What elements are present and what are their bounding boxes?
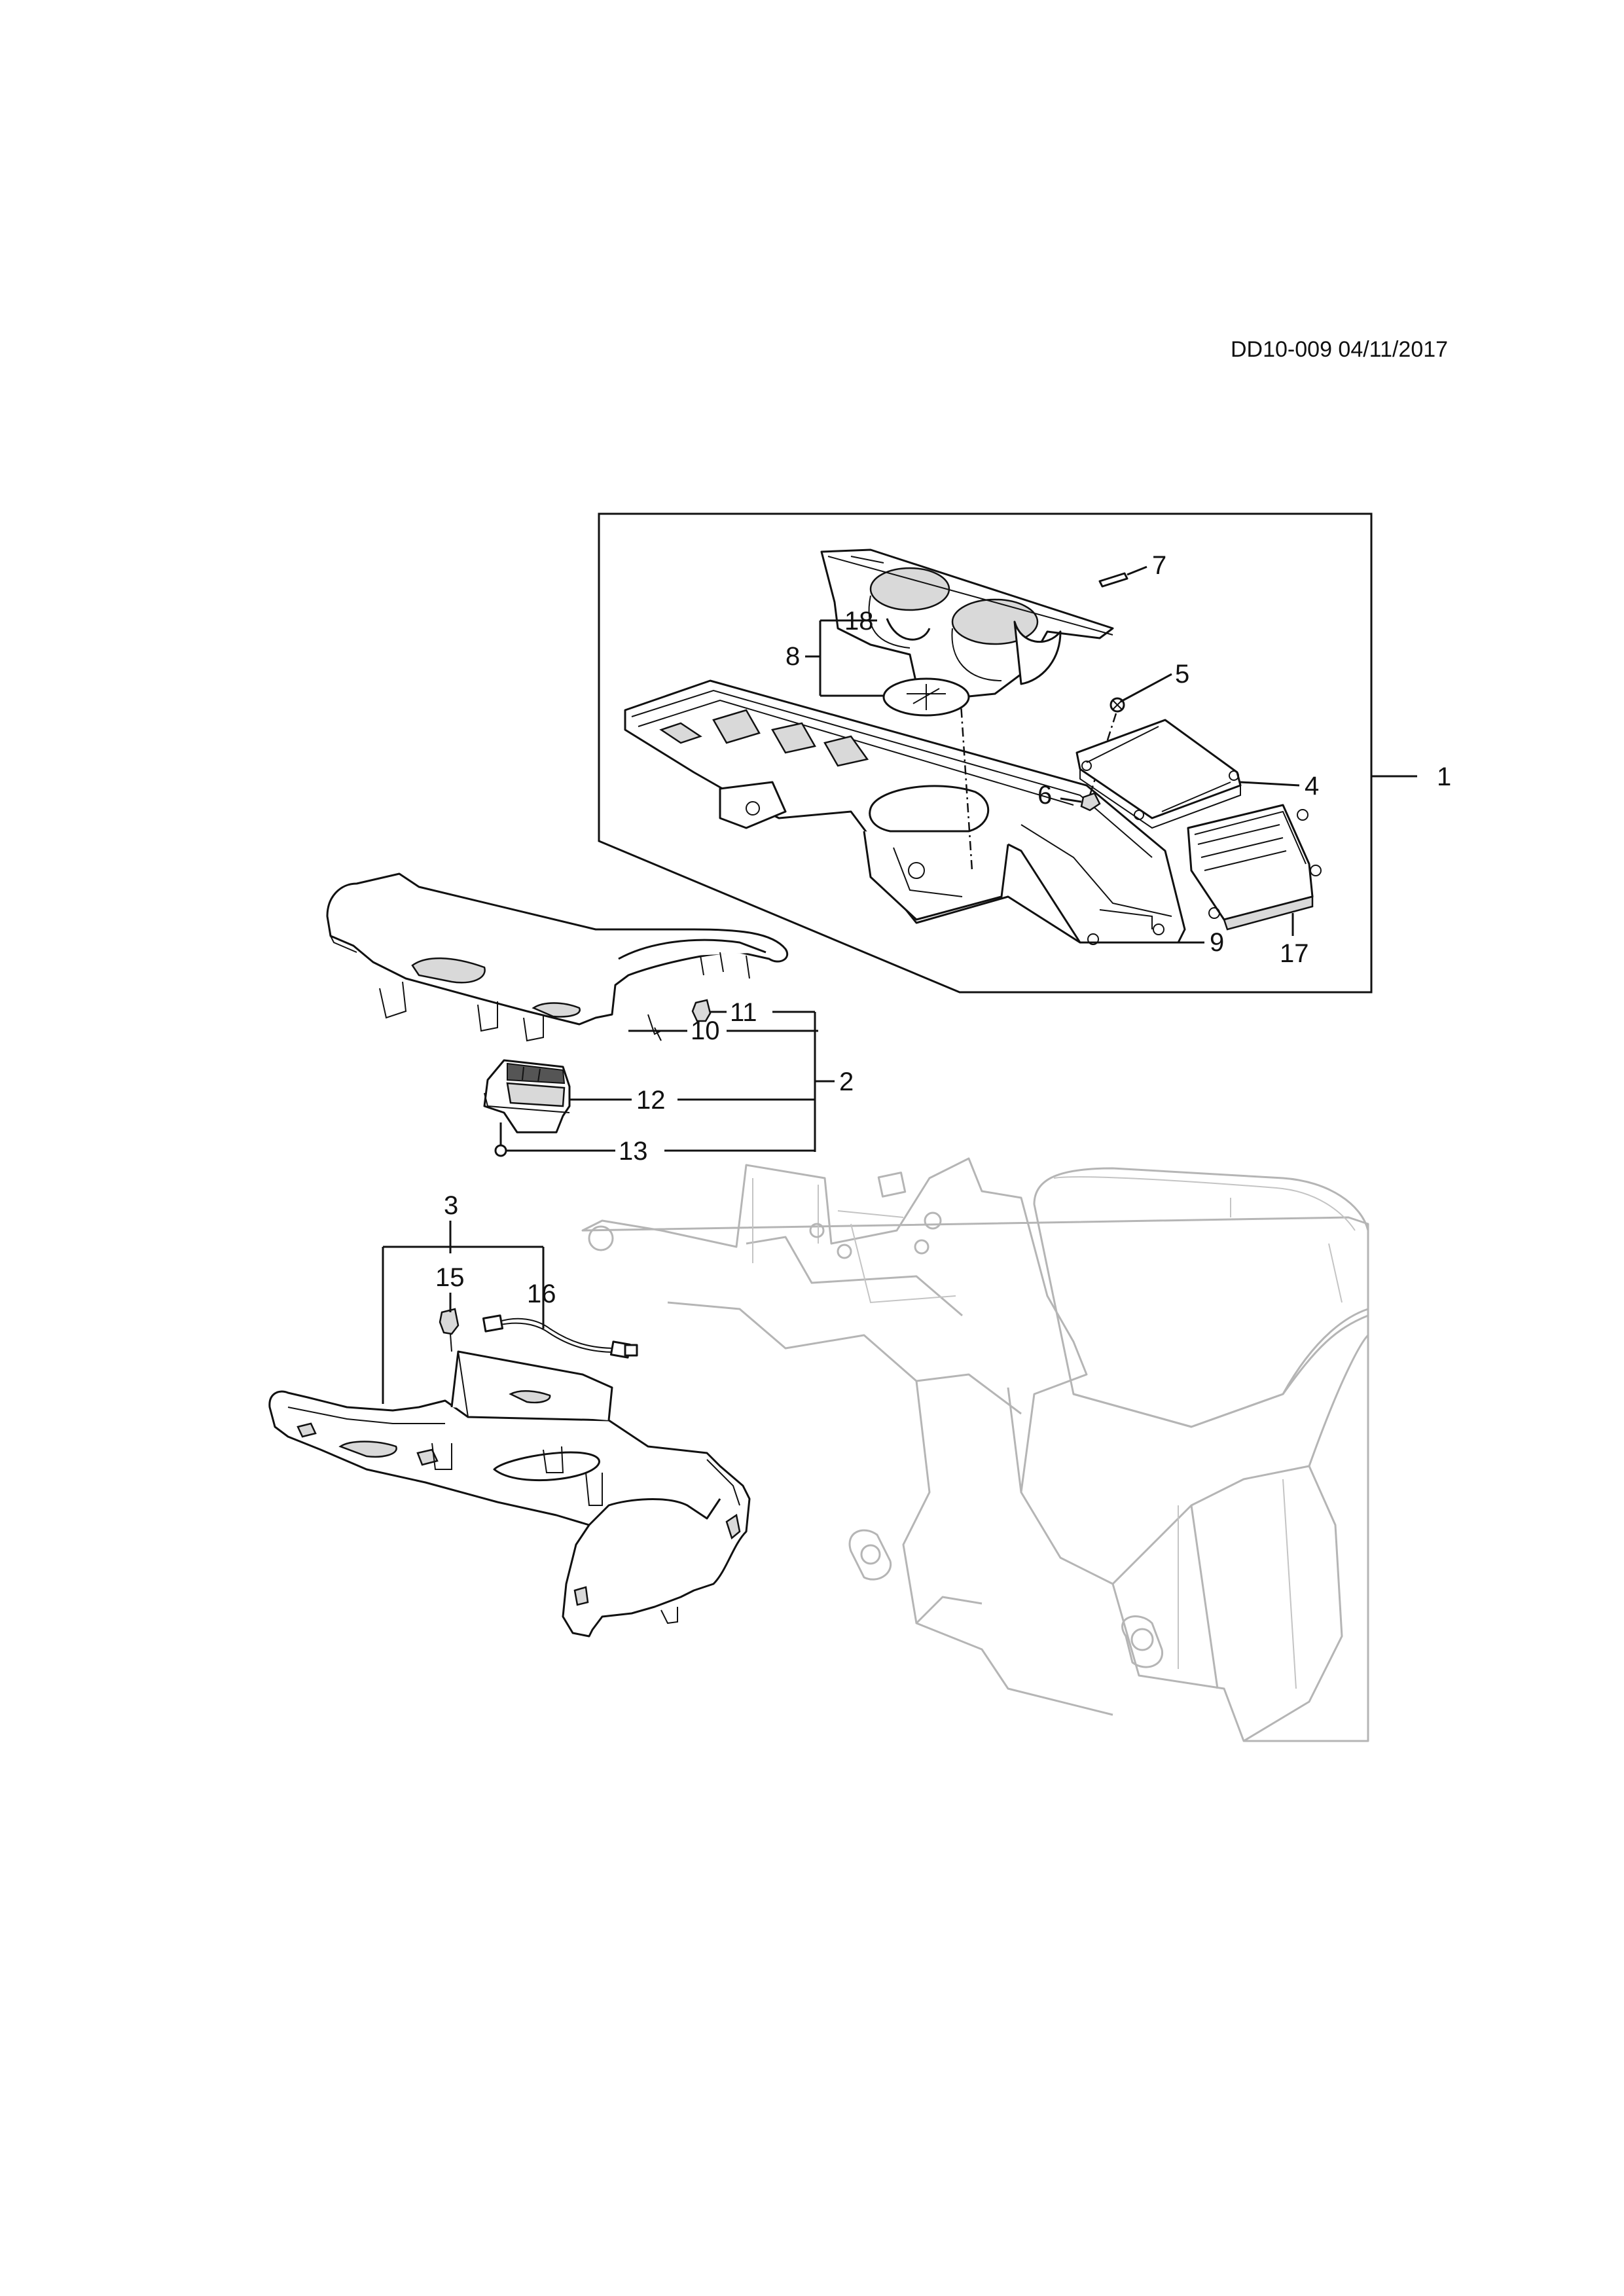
callout-17: 17 — [1280, 939, 1309, 968]
callout-10: 10 — [691, 1016, 720, 1045]
part-8-mat — [882, 677, 970, 717]
part-16-wiring-harness — [482, 1314, 638, 1359]
part-10-trim-panel — [326, 872, 788, 1042]
callout-4: 4 — [1305, 772, 1319, 800]
callout-16: 16 — [527, 1280, 556, 1308]
part-18-cup-holder — [820, 548, 1114, 698]
callout-11: 11 — [730, 998, 757, 1027]
callout-7: 7 — [1152, 551, 1166, 580]
callout-12: 12 — [636, 1086, 666, 1115]
assembly-1-frame — [598, 512, 1373, 994]
callout-labels: 1 2 3 4 5 6 7 8 9 10 11 12 13 15 16 17 1… — [435, 551, 1451, 1308]
ghost-console-body — [581, 1157, 1369, 1742]
callout-13: 13 — [619, 1137, 648, 1166]
part-7-pin — [1098, 572, 1128, 588]
callout-2: 2 — [839, 1067, 854, 1096]
callout-5: 5 — [1175, 660, 1189, 689]
callout-3: 3 — [444, 1191, 458, 1220]
document-reference: DD10-009 04/11/2017 — [1231, 337, 1449, 362]
part-9-console-tray — [624, 679, 1186, 945]
callout-8: 8 — [785, 642, 800, 671]
callout-18: 18 — [844, 607, 874, 636]
part-12-switch — [483, 1059, 571, 1134]
part-13-screw — [494, 1122, 507, 1157]
part-4-module — [1075, 719, 1242, 829]
part-17-control-unit — [1187, 804, 1322, 931]
part-11-clip — [691, 999, 712, 1022]
callout-1: 1 — [1437, 762, 1451, 791]
part-6-nut — [1080, 792, 1101, 812]
callout-6: 6 — [1038, 781, 1052, 810]
part-15-clip — [439, 1308, 460, 1335]
callout-15: 15 — [435, 1263, 465, 1292]
callout-9: 9 — [1210, 928, 1224, 957]
part-3-lower-trim — [268, 1350, 751, 1638]
leader-lines — [382, 565, 1300, 1404]
